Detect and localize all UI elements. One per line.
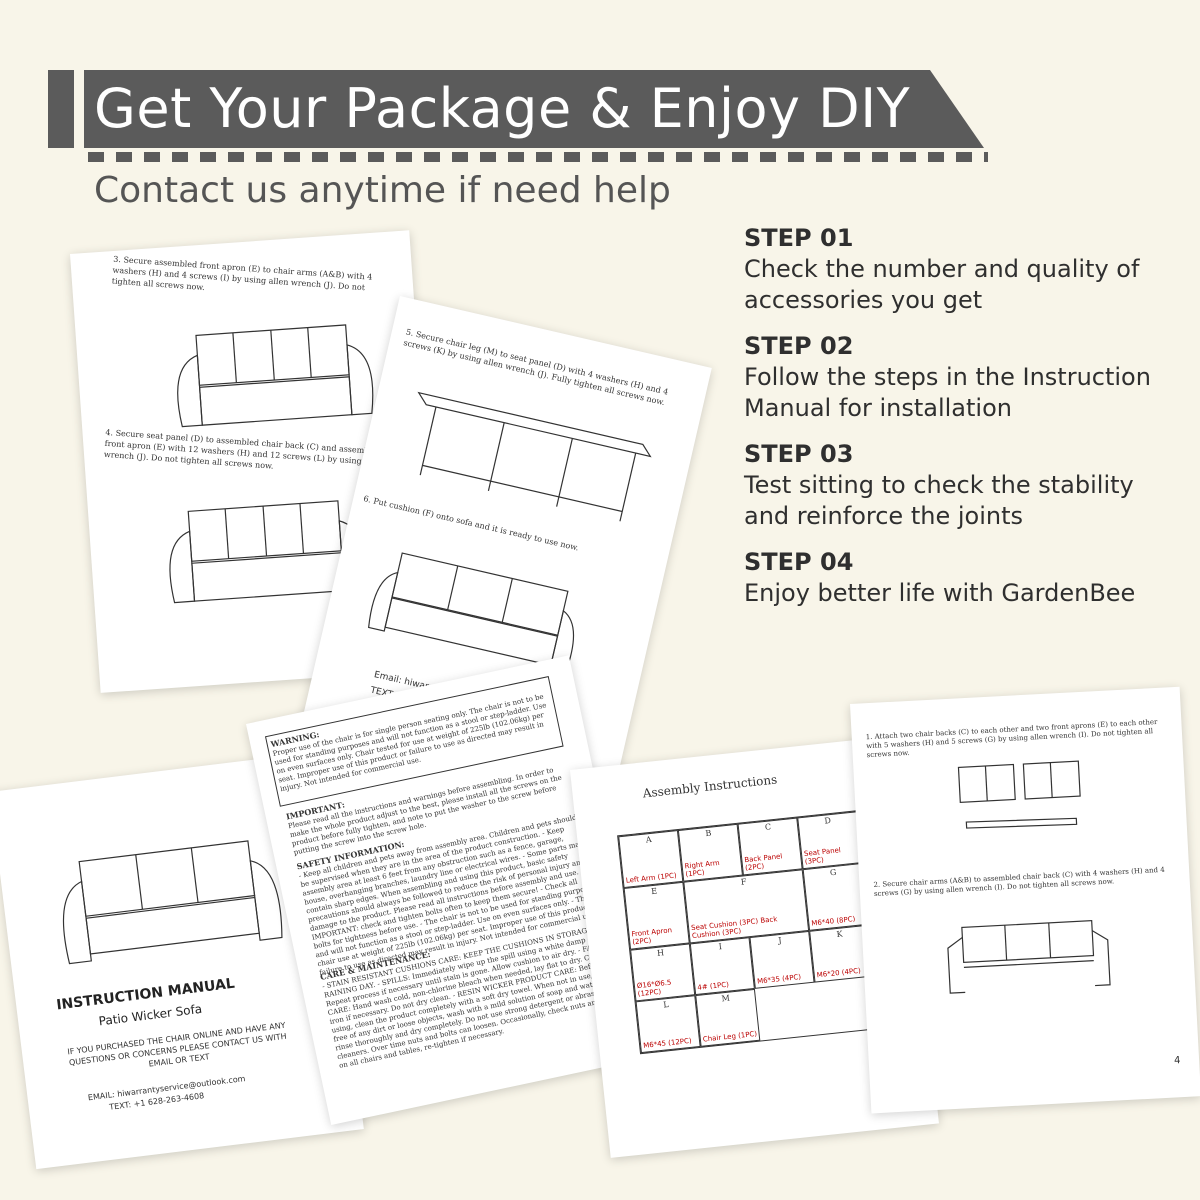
sofa-cover-illustration <box>62 840 283 965</box>
banner-accent <box>48 70 74 148</box>
instruction-step-2: 2. Secure chair arms (A&B) to assembled … <box>873 865 1165 899</box>
page-number: 4 <box>1173 1055 1181 1067</box>
title-banner <box>84 70 984 148</box>
sofa-diagram-step3 <box>177 324 374 428</box>
step-item: STEP 01 Check the number and quality of … <box>744 222 1184 316</box>
contact-notice: IF YOU PURCHASED THE CHAIR ONLINE AND HA… <box>66 1020 288 1069</box>
frame-assembly-diagram <box>947 920 1111 994</box>
part-cell: M Chair Leg (1PC) <box>695 988 761 1047</box>
chair-back-diagram <box>957 760 1081 829</box>
booklet-page-4: 1. Attach two chair backs (C) to each ot… <box>850 686 1200 1114</box>
part-cell: J M6*35 (4PC) <box>749 930 815 989</box>
step-title: STEP 01 <box>744 224 854 252</box>
step-text: Follow the steps in the Instruction Manu… <box>744 363 1151 422</box>
part-cell: A Left Arm (1PC) <box>618 830 684 889</box>
booklet-page-6: 5. Secure chair leg (M) to seat panel (D… <box>301 296 712 797</box>
parts-grid: A Left Arm (1PC) B Right Arm (1PC) C Bac… <box>617 810 881 1055</box>
step-title: STEP 02 <box>744 332 854 360</box>
part-cell: E Front Apron (2PC) <box>623 881 690 950</box>
frame-diagram-step5 <box>417 391 652 522</box>
step-title: STEP 04 <box>744 548 854 576</box>
part-cell: H Ø16*Ø6.5 (12PC) <box>630 943 696 1002</box>
part-cell: D Seat Panel (3PC) <box>797 811 863 870</box>
page-subtitle: Contact us anytime if need help <box>94 170 671 211</box>
part-cell: C Back Panel (2PC) <box>737 817 803 876</box>
instruction-step-1: 1. Attach two chair backs (C) to each ot… <box>865 717 1158 760</box>
step-title: STEP 03 <box>744 440 854 468</box>
assembly-title: Assembly Instructions <box>642 772 778 801</box>
step-item: STEP 02 Follow the steps in the Instruct… <box>744 330 1184 424</box>
step-text: Test sitting to check the stability and … <box>744 471 1134 530</box>
step-text: Enjoy better life with GardenBee <box>744 579 1136 607</box>
page-title: Get Your Package & Enjoy DIY <box>94 77 911 140</box>
step-text: Check the number and quality of accessor… <box>744 255 1140 314</box>
part-cell: L M6*45 (12PC) <box>635 995 701 1054</box>
steps-list: STEP 01 Check the number and quality of … <box>744 222 1184 623</box>
instruction-step-3: 3. Secure assembled front apron (E) to c… <box>111 254 373 293</box>
dashed-divider <box>88 152 988 162</box>
step-item: STEP 04 Enjoy better life with GardenBee <box>744 546 1184 609</box>
part-cell: B Right Arm (1PC) <box>677 823 743 882</box>
booklet-page-1: INSTRUCTION MANUAL Patio Wicker Sofa IF … <box>0 751 364 1170</box>
step-item: STEP 03 Test sitting to check the stabil… <box>744 438 1184 532</box>
part-cell: I 4# (1PC) <box>689 937 755 996</box>
